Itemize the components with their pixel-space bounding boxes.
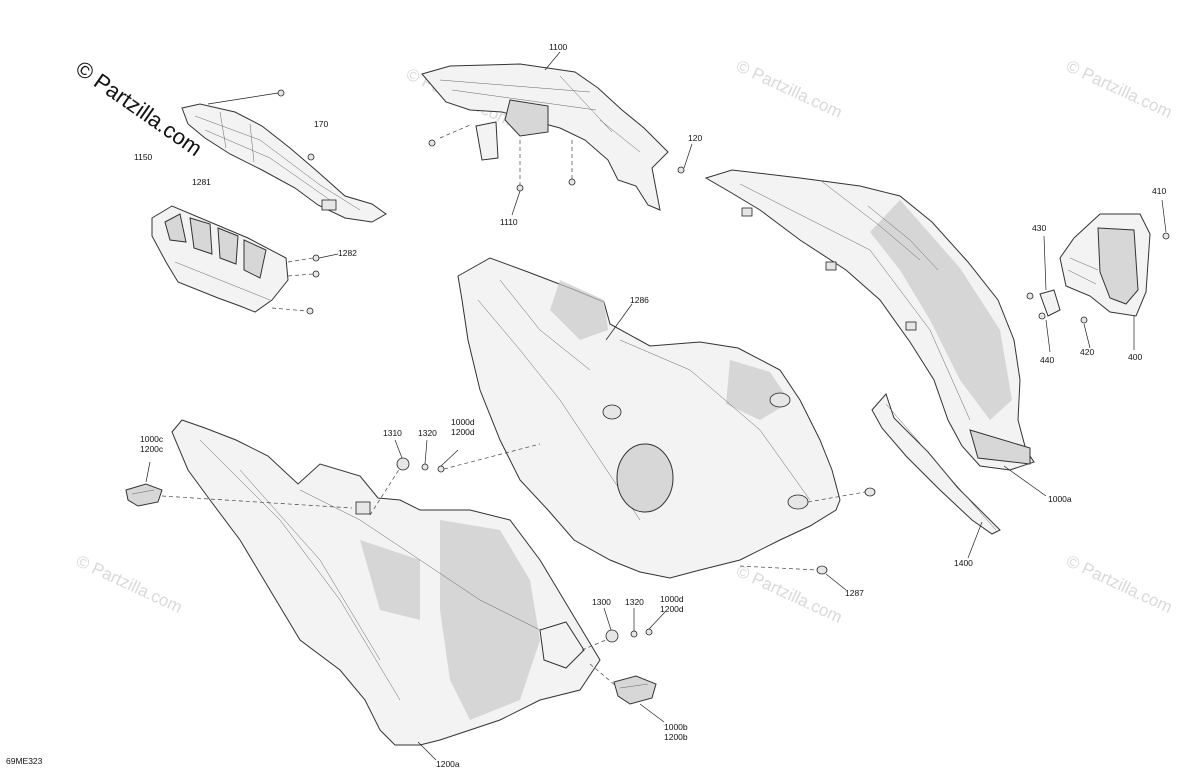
label-420: 420	[1080, 347, 1094, 357]
screw-120	[677, 166, 685, 174]
label-1110: 1110	[500, 217, 518, 227]
label-1200d-upper: 1200d	[451, 427, 475, 437]
label-1200a: 1200a	[436, 759, 460, 769]
screw-1100-left	[428, 139, 436, 147]
part-1200a-left-panel	[171, 419, 601, 746]
label-410: 410	[1152, 186, 1166, 196]
label-430: 430	[1032, 223, 1046, 233]
nut-1000d-a	[437, 465, 445, 473]
part-1281-vent	[151, 205, 289, 313]
diagram-code: 69ME323	[6, 756, 43, 766]
watermark-tile: © Partzilla.com	[1063, 56, 1175, 122]
nut-1000d-b	[645, 628, 653, 636]
nut-1110b	[568, 178, 576, 186]
watermark-tile: © Partzilla.com	[73, 551, 185, 617]
label-1100: 1100	[549, 42, 568, 52]
label-1320-lower: 1320	[625, 597, 644, 607]
label-120: 120	[688, 133, 702, 143]
nut-430	[1026, 292, 1034, 300]
label-1200c: 1200c	[140, 444, 164, 454]
part-1000b-lamp	[613, 675, 657, 705]
part-1286-center-panel	[457, 257, 841, 579]
label-440: 440	[1040, 355, 1054, 365]
screw-440	[1038, 312, 1046, 320]
label-170: 170	[314, 119, 328, 129]
nut-420	[1080, 316, 1088, 324]
label-1286: 1286	[630, 295, 649, 305]
label-1400: 1400	[954, 558, 973, 568]
screw-1150	[277, 89, 285, 97]
label-1310: 1310	[383, 428, 402, 438]
grommet-1310	[396, 457, 410, 471]
washer-1287a	[864, 487, 876, 497]
label-1200d-lower: 1200d	[660, 604, 684, 614]
part-1100-bracket	[421, 63, 669, 211]
part-1400-trim	[871, 393, 1001, 535]
label-1281: 1281	[192, 177, 211, 187]
label-1200b: 1200b	[664, 732, 688, 742]
label-1320-upper: 1320	[418, 428, 437, 438]
nut-1110	[516, 184, 524, 192]
label-1150: 1150	[134, 152, 153, 162]
watermark-tile: © Partzilla.com	[733, 56, 845, 122]
washer-1282	[312, 270, 320, 278]
washer-1320a	[421, 463, 429, 471]
label-1000b: 1000b	[664, 722, 688, 732]
washer-1287b	[816, 565, 828, 575]
screw-410	[1162, 232, 1170, 240]
label-1000a: 1000a	[1048, 494, 1072, 504]
part-400-vent	[1039, 213, 1151, 317]
part-1000a-right-panel	[704, 169, 1035, 471]
watermark-tile: © Partzilla.com	[733, 561, 845, 627]
part-1150-bracket	[181, 103, 387, 223]
label-1287: 1287	[845, 588, 864, 598]
part-1000c-lamp	[125, 483, 163, 507]
label-1000c: 1000c	[140, 434, 164, 444]
screw-lower-1281	[306, 307, 314, 315]
grommet-1300	[605, 629, 619, 643]
label-1000d-lower: 1000d	[660, 594, 684, 604]
washer-1320b	[630, 630, 638, 638]
label-400: 400	[1128, 352, 1142, 362]
label-1300: 1300	[592, 597, 611, 607]
label-1282: 1282	[338, 248, 357, 258]
screw-1282	[312, 254, 320, 262]
label-1000d-upper: 1000d	[451, 417, 475, 427]
watermark-tile: © Partzilla.com	[1063, 551, 1175, 617]
nut-170	[307, 153, 315, 161]
